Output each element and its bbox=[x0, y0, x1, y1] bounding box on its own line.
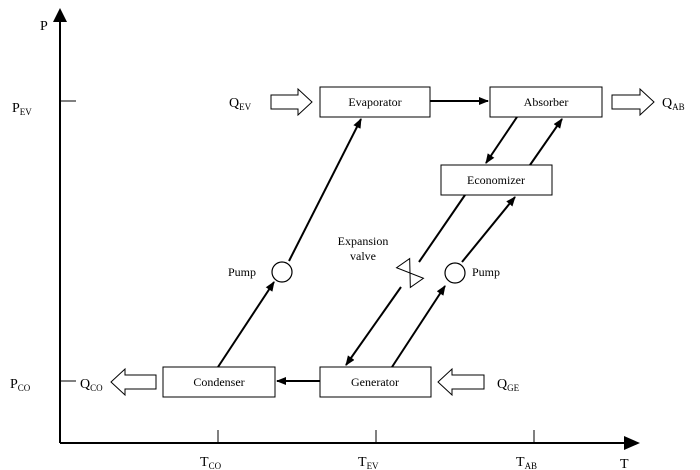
tick-label-p-ev: PEV bbox=[12, 101, 32, 117]
economizer-box bbox=[440, 164, 553, 196]
flow-economizer-to-valve bbox=[418, 194, 466, 263]
tick-label-t-ev: TEV bbox=[358, 455, 379, 470]
flow-absorber-to-economizer bbox=[485, 116, 518, 164]
pump-left-label: Pump bbox=[228, 265, 256, 279]
absorber-label: Absorber bbox=[524, 95, 569, 109]
evaporator-label: Evaporator bbox=[348, 95, 401, 109]
flow-valve-to-generator bbox=[345, 286, 402, 366]
expansion-valve-label-line2: valve bbox=[350, 249, 376, 263]
flow-pump-to-evaporator bbox=[288, 118, 362, 262]
y-axis-label: P bbox=[40, 19, 48, 34]
component-boxes: Evaporator Absorber Economizer Condenser… bbox=[162, 86, 603, 398]
axes: P T PEV PCO TCO TEV TAB bbox=[10, 8, 640, 470]
heat-label-q-co: QCO bbox=[80, 377, 103, 393]
heat-label-q-ge: QGE bbox=[497, 377, 520, 393]
y-axis-arrowhead bbox=[53, 8, 67, 22]
flow-economizer-to-absorber bbox=[529, 118, 563, 166]
heat-label-q-ev: QEV bbox=[229, 96, 252, 112]
generator-label: Generator bbox=[351, 375, 399, 389]
x-axis-label: T bbox=[620, 457, 629, 470]
heat-arrow-q-ev bbox=[270, 87, 313, 117]
absorber-box bbox=[489, 86, 603, 118]
expansion-valve-icon bbox=[395, 257, 425, 289]
economizer-label: Economizer bbox=[467, 173, 525, 187]
flow-condenser-to-pump bbox=[217, 281, 275, 368]
tick-label-t-ab: TAB bbox=[516, 455, 537, 470]
heat-label-q-ab: QAB bbox=[662, 96, 685, 112]
pump-left-icon bbox=[271, 261, 293, 283]
generator-box bbox=[319, 366, 432, 398]
heat-arrow-q-ab bbox=[611, 87, 655, 117]
tick-label-p-co: PCO bbox=[10, 377, 31, 393]
expansion-valve-label-line1: Expansion bbox=[338, 234, 389, 248]
heat-flow-arrows bbox=[110, 87, 655, 397]
flow-lines bbox=[217, 97, 563, 385]
pump-right-label: Pump bbox=[472, 265, 500, 279]
heat-arrow-q-ge bbox=[437, 367, 485, 397]
x-axis-arrowhead bbox=[624, 436, 640, 450]
tick-label-t-co: TCO bbox=[200, 455, 222, 470]
pump-right-icon bbox=[444, 262, 466, 284]
flow-pump-to-economizer bbox=[461, 196, 516, 263]
evaporator-box bbox=[319, 86, 431, 118]
condenser-label: Condenser bbox=[193, 375, 244, 389]
flow-generator-to-pump bbox=[391, 285, 446, 368]
heat-arrow-q-co bbox=[110, 367, 157, 397]
